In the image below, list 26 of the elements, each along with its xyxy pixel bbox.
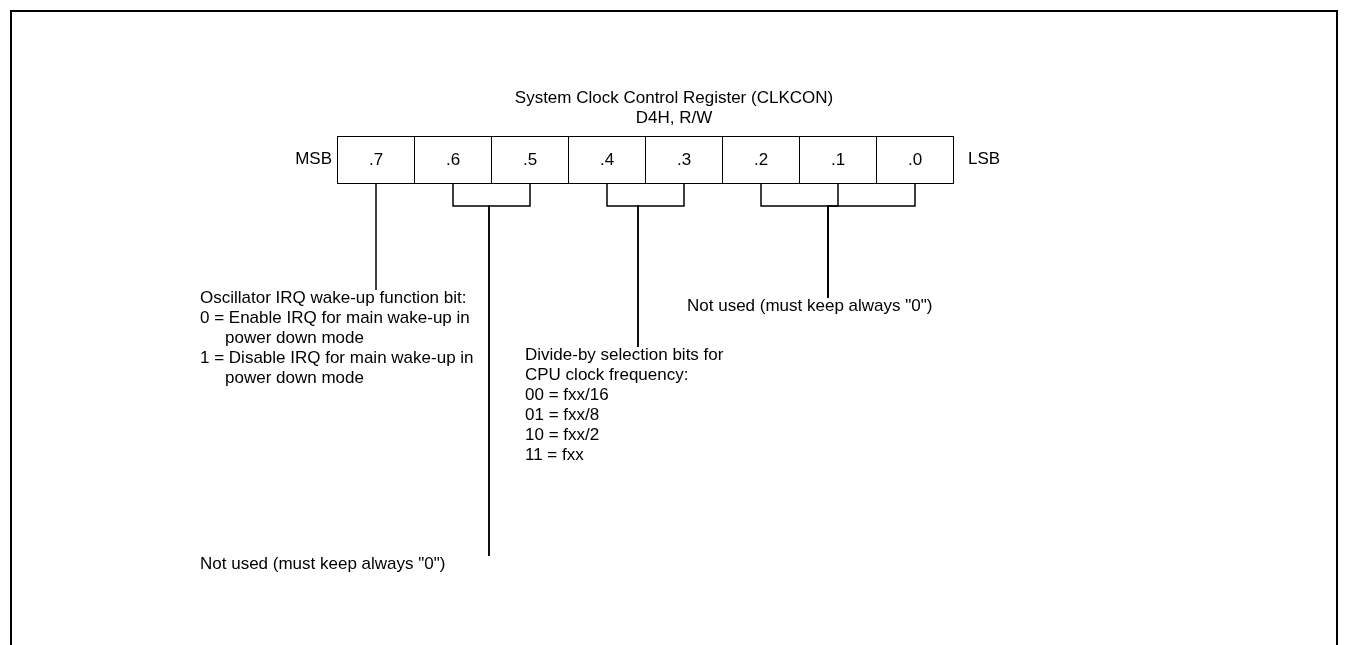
- leader-line: [375, 183, 377, 291]
- leader-line: [637, 183, 685, 348]
- description-text: Not used (must keep always "0"): [200, 554, 447, 574]
- register-bit-field: .6: [414, 136, 492, 184]
- value-description: 11 = fxx: [525, 445, 585, 465]
- leader-line: [488, 183, 531, 557]
- register-bit-field: .1: [799, 136, 877, 184]
- register-address: D4H, R/W: [634, 108, 714, 128]
- description-text: Not used (must keep always "0"): [687, 296, 934, 316]
- value-description: 0 = Enable IRQ for main wake-up in power down mode: [200, 308, 471, 348]
- description-text: Oscillator IRQ wake-up function bit:: [200, 288, 468, 308]
- value-description: 10 = fxx/2: [525, 425, 601, 445]
- register-bit-field: .0: [876, 136, 954, 184]
- register-bit-field: .3: [645, 136, 723, 184]
- value-description: 1 = Disable IRQ for main wake-up in power down mode: [200, 348, 475, 388]
- register-bit-field: .7: [337, 136, 415, 184]
- register-bit-field: .5: [491, 136, 569, 184]
- lsb-label: LSB: [968, 149, 1001, 169]
- description-text: Divide-by selection bits for CPU clock frequency:: [525, 345, 725, 385]
- leader-line: [827, 183, 916, 299]
- register-bit-field: .2: [722, 136, 800, 184]
- register-title: System Clock Control Register (CLKCON): [513, 88, 835, 108]
- msb-label: MSB: [295, 149, 332, 169]
- register-bit-field: .4: [568, 136, 646, 184]
- value-description: 00 = fxx/16: [525, 385, 610, 405]
- value-description: 01 = fxx/8: [525, 405, 601, 425]
